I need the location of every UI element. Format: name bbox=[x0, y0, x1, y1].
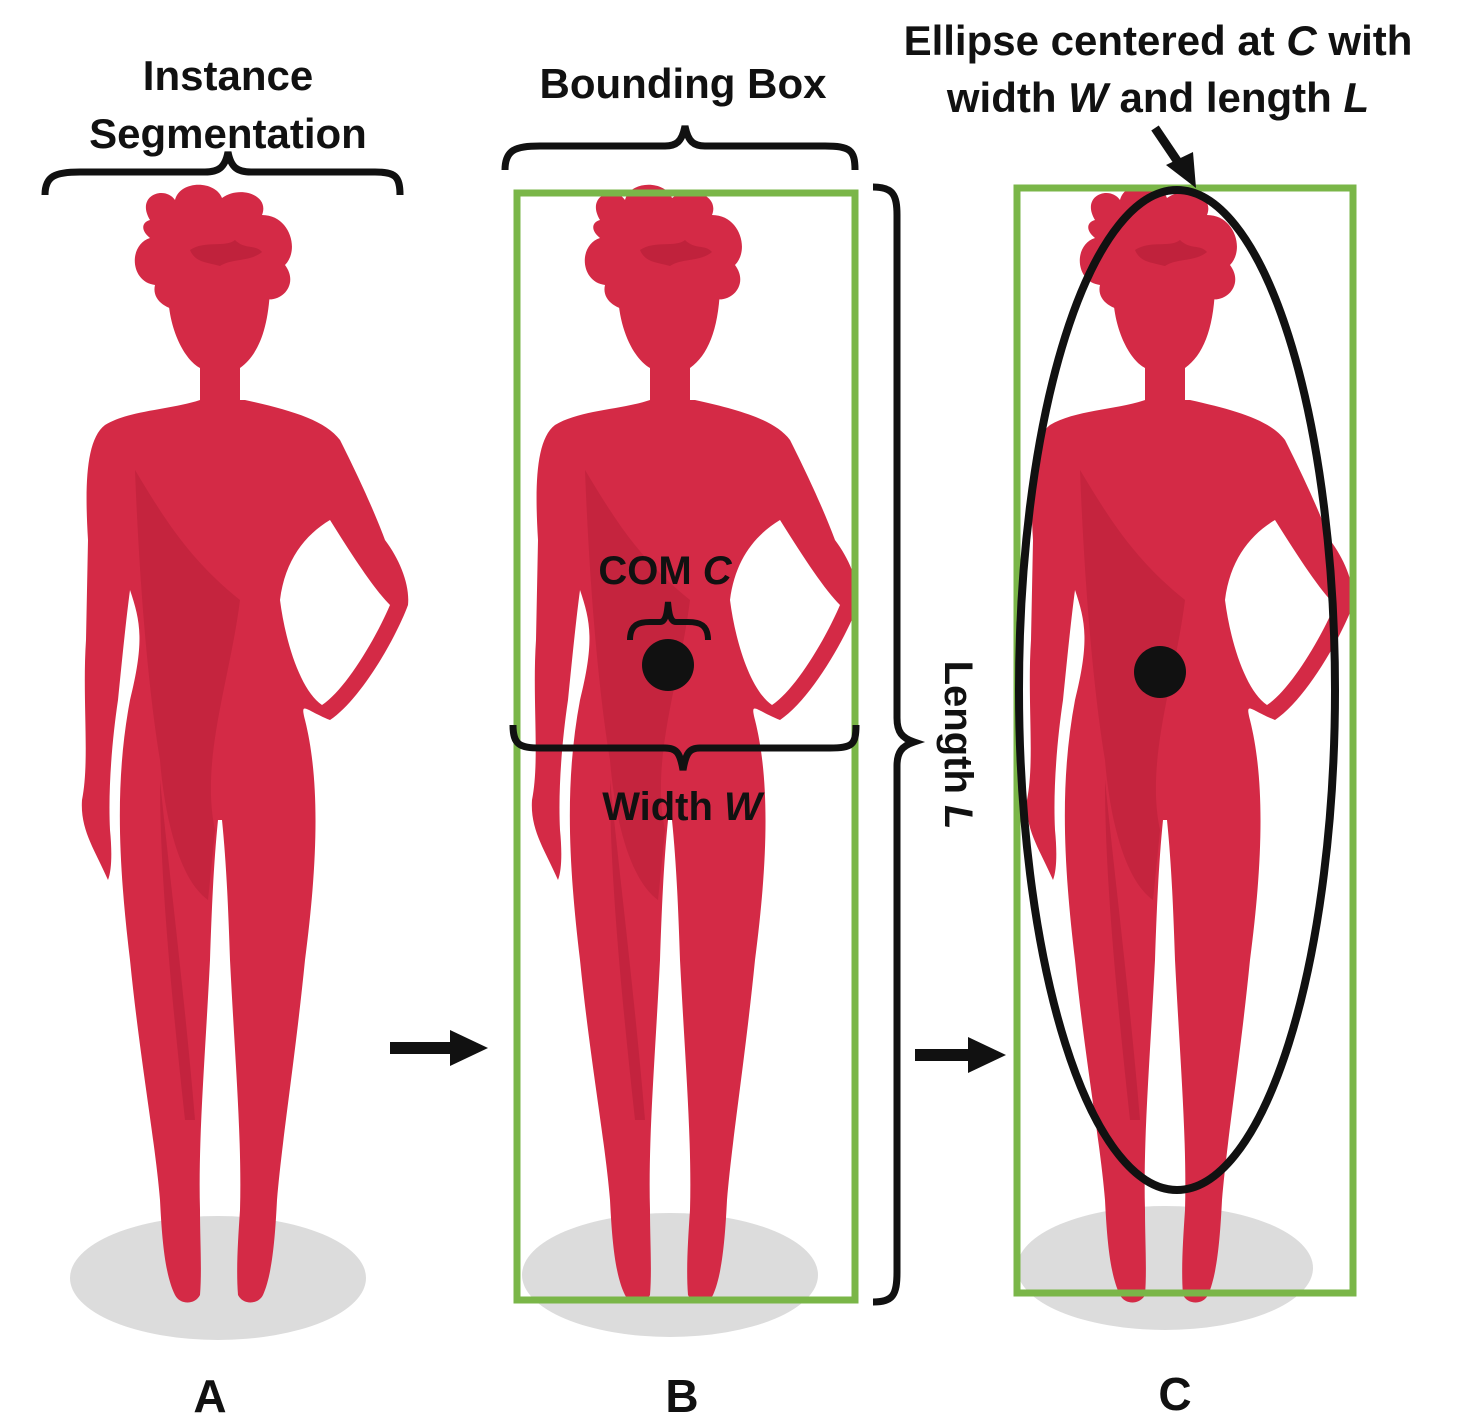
right-arrow-icon bbox=[915, 1037, 1006, 1073]
floor-shadow bbox=[522, 1213, 818, 1337]
panel-b: Bounding Box COM C Width W Length L B bbox=[505, 60, 980, 1421]
woman-silhouette bbox=[532, 185, 858, 1303]
panel-c-letter: C bbox=[1158, 1368, 1191, 1420]
panel-a: Instance Segmentation A bbox=[45, 52, 408, 1421]
floor-shadow bbox=[70, 1216, 366, 1340]
width-label: Width W bbox=[602, 785, 765, 829]
panel-c-header-line2: width W and length L bbox=[946, 74, 1369, 121]
woman-silhouette bbox=[1027, 185, 1353, 1303]
panel-a-letter: A bbox=[193, 1370, 226, 1421]
floor-shadow bbox=[1017, 1206, 1313, 1330]
right-arrow-icon bbox=[390, 1030, 488, 1066]
panel-a-header-line2: Segmentation bbox=[89, 110, 367, 157]
panel-a-header-line1: Instance bbox=[143, 52, 313, 99]
panel-b-letter: B bbox=[665, 1370, 698, 1421]
center-of-mass-dot bbox=[642, 639, 694, 691]
com-label: COM C bbox=[598, 549, 732, 593]
brace-length bbox=[873, 187, 914, 1302]
down-left-arrow-icon bbox=[1155, 128, 1196, 188]
brace-top-b bbox=[505, 126, 855, 170]
length-label: Length L bbox=[936, 661, 980, 830]
center-dot bbox=[1134, 646, 1186, 698]
brace-top-a bbox=[45, 152, 400, 195]
panel-b-header: Bounding Box bbox=[540, 60, 828, 107]
panel-c-header-line1: Ellipse centered at C with bbox=[904, 17, 1413, 64]
woman-silhouette bbox=[82, 185, 408, 1303]
